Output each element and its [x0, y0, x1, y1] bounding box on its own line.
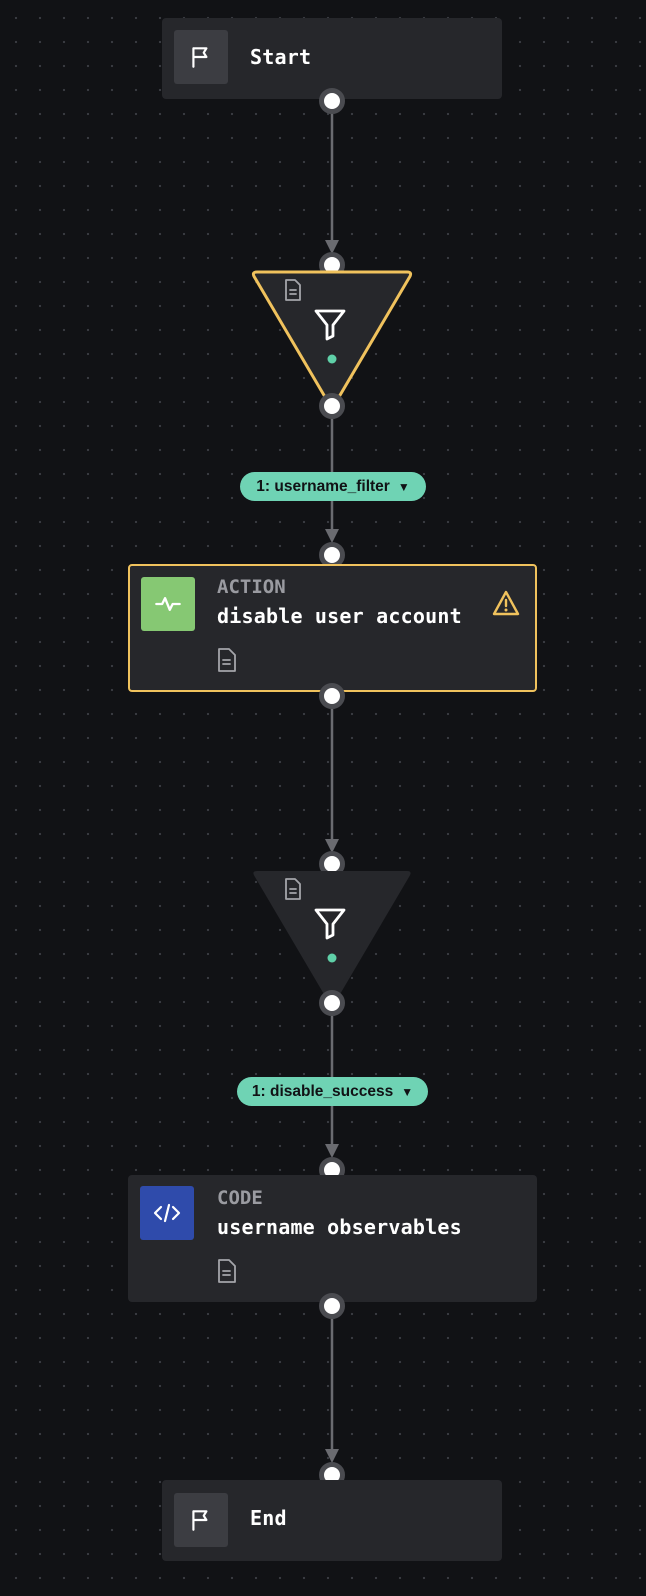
condition-label-text: 1: username_filter [256, 477, 390, 495]
flag-icon [192, 1510, 208, 1531]
filter-node-2[interactable] [247, 865, 417, 1011]
filter1-output-port[interactable] [319, 393, 345, 419]
code-kind-label: CODE [217, 1187, 263, 1209]
action-kind-label: ACTION [217, 576, 286, 598]
start-tile [174, 30, 228, 84]
filter-icon [314, 309, 346, 341]
status-dot [327, 354, 337, 364]
code-tile [140, 1186, 194, 1240]
status-dot [327, 953, 337, 963]
start-node[interactable]: Start [162, 18, 502, 99]
start-node-label: Start [250, 45, 312, 69]
doc-icon[interactable] [217, 1259, 237, 1283]
action-node[interactable]: ACTION disable user account [128, 564, 537, 692]
action-input-port[interactable] [319, 542, 345, 568]
flag-icon [192, 47, 208, 68]
filter-icon [314, 908, 346, 940]
action-output-port[interactable] [319, 683, 345, 709]
code-icon [153, 1203, 181, 1223]
code-output-port[interactable] [319, 1293, 345, 1319]
condition-label-username-filter[interactable]: 1: username_filter ▼ [240, 472, 426, 501]
action-tile [141, 577, 195, 631]
end-node[interactable]: End [162, 1480, 502, 1561]
caret-down-icon: ▼ [397, 479, 410, 494]
end-node-label: End [250, 1506, 287, 1530]
code-node[interactable]: CODE username observables [128, 1175, 537, 1302]
code-name: username observables [217, 1215, 462, 1239]
caret-down-icon: ▼ [401, 1084, 414, 1099]
start-output-port[interactable] [319, 88, 345, 114]
filter2-output-port[interactable] [319, 990, 345, 1016]
warning-icon[interactable] [492, 590, 520, 616]
action-name: disable user account [217, 604, 462, 628]
filter-node-1[interactable] [247, 266, 417, 412]
activity-icon [155, 597, 181, 611]
end-tile [174, 1493, 228, 1547]
doc-icon [285, 279, 301, 301]
doc-icon [285, 878, 301, 900]
condition-label-text: 1: disable_success [251, 1082, 394, 1100]
condition-label-disable-success[interactable]: 1: disable_success ▼ [237, 1077, 428, 1106]
doc-icon[interactable] [217, 648, 237, 672]
